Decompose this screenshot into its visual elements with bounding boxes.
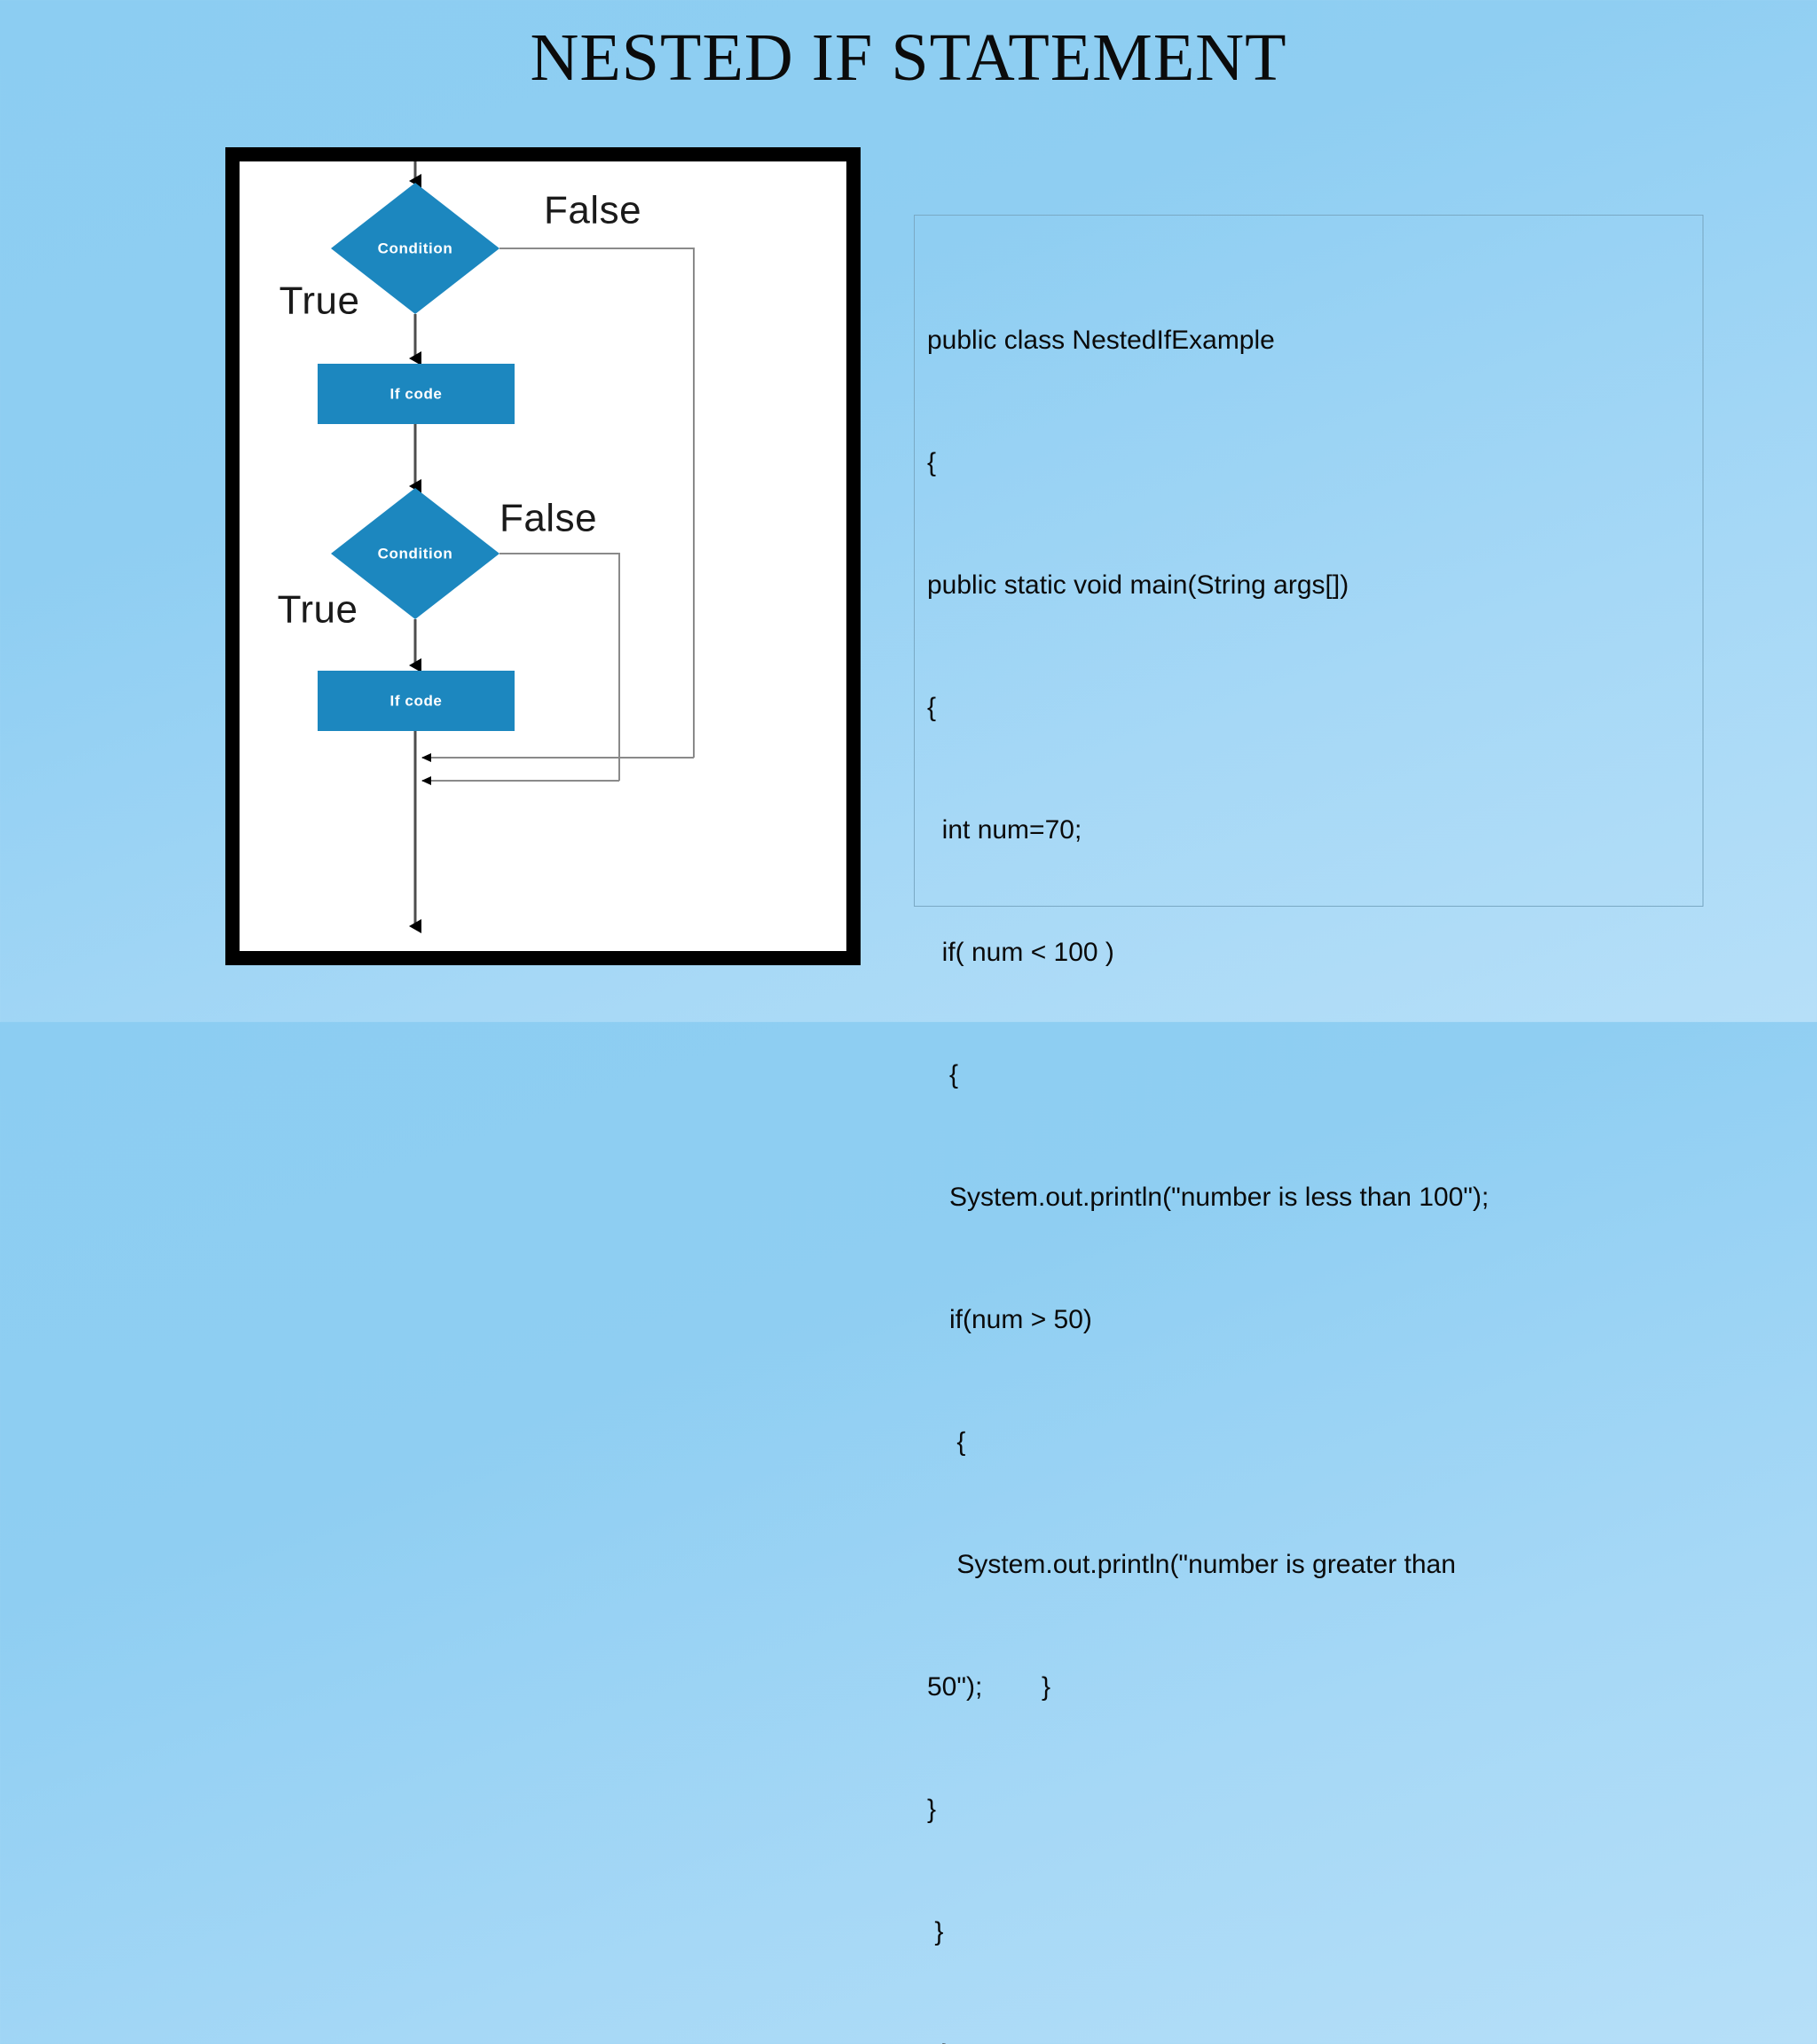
code-line: public class NestedIfExample bbox=[927, 326, 1275, 355]
process-node-if-code-1-label: If code bbox=[390, 385, 443, 402]
code-line: { bbox=[927, 693, 937, 722]
code-line: } bbox=[927, 2034, 1690, 2044]
process-node-if-code-2 bbox=[318, 671, 515, 731]
flowchart-panel: Condition False True If code Condition F… bbox=[225, 147, 861, 965]
code-line: if( num < 100 ) bbox=[927, 938, 1114, 967]
page-title: NESTED IF STATEMENT bbox=[530, 20, 1287, 95]
process-node-if-code-2-label: If code bbox=[390, 692, 443, 709]
connector-false-1 bbox=[499, 248, 695, 758]
decision-node-condition-2 bbox=[331, 488, 499, 619]
code-listing: public class NestedIfExample { public st… bbox=[927, 239, 1690, 2044]
code-line: { bbox=[927, 448, 937, 477]
decision-node-condition-1 bbox=[331, 183, 499, 314]
flowchart-canvas: Condition False True If code Condition F… bbox=[240, 161, 846, 951]
branch-label-true-1: True bbox=[279, 279, 360, 323]
code-line: public static void main(String args[]) bbox=[927, 570, 1349, 600]
code-line: int num=70; bbox=[927, 815, 1082, 845]
branch-label-true-2: True bbox=[278, 588, 358, 632]
code-line: { bbox=[927, 1060, 959, 1089]
branch-label-false-2: False bbox=[499, 497, 597, 540]
connector-false-2 bbox=[499, 553, 620, 781]
code-block-panel: public class NestedIfExample { public st… bbox=[914, 215, 1703, 2044]
process-node-if-code-1 bbox=[318, 364, 515, 424]
code-line: 50"); } bbox=[927, 1672, 1051, 1702]
decision-node-condition-2-label: Condition bbox=[378, 545, 453, 562]
flowchart-diagram: Condition False True If code Condition F… bbox=[278, 161, 695, 933]
code-line: System.out.println("number is less than … bbox=[927, 1183, 1490, 1212]
decision-node-condition-1-label: Condition bbox=[378, 240, 453, 256]
code-line: System.out.println("number is greater th… bbox=[927, 1550, 1456, 1579]
code-line: { bbox=[927, 1427, 966, 1457]
branch-label-false-1: False bbox=[544, 189, 641, 232]
code-line: if(num > 50) bbox=[927, 1305, 1092, 1334]
code-line: } bbox=[927, 1795, 937, 1824]
code-line: } bbox=[927, 1917, 944, 1946]
